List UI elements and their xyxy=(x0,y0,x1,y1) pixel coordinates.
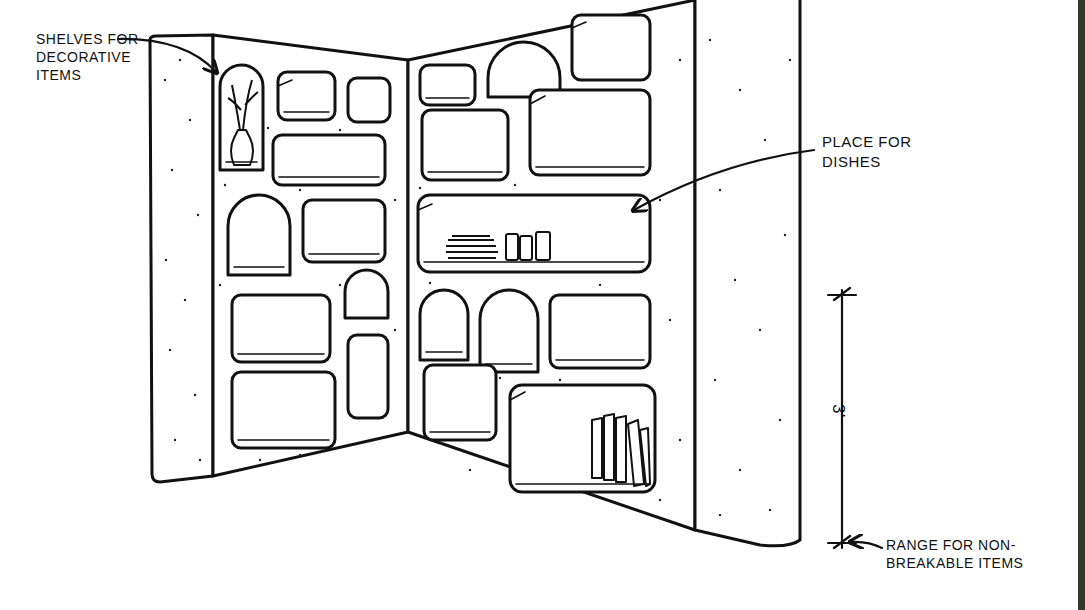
niche xyxy=(550,295,650,368)
niche xyxy=(422,110,508,180)
leader-line xyxy=(634,150,814,210)
cup xyxy=(520,236,532,260)
arched-niche xyxy=(420,290,468,360)
niche xyxy=(572,15,650,80)
left-pillar xyxy=(150,35,213,482)
dimension-label: 3' xyxy=(827,404,849,418)
niche xyxy=(510,385,655,492)
leader-line xyxy=(851,542,882,548)
arched-niche xyxy=(480,290,538,372)
objects xyxy=(228,80,650,486)
niche xyxy=(424,365,496,440)
dimension-line xyxy=(841,290,843,548)
books xyxy=(592,414,650,486)
niche xyxy=(232,372,335,448)
niche xyxy=(530,90,650,175)
niche xyxy=(348,335,388,418)
speckles xyxy=(165,40,790,515)
vase xyxy=(231,130,253,165)
walls xyxy=(150,0,800,546)
niche xyxy=(303,200,385,262)
vase-stems xyxy=(228,80,258,130)
right-wall xyxy=(408,0,695,530)
dimension-tick xyxy=(828,288,856,548)
arched-niche xyxy=(228,195,290,275)
cup xyxy=(536,232,550,260)
arched-niche xyxy=(345,270,388,318)
dish-niche xyxy=(418,195,650,272)
callout-label: RANGE FOR NON-BREAKABLE ITEMS xyxy=(886,536,1028,572)
shelf-line xyxy=(278,22,586,400)
niche-depth-lines xyxy=(226,22,649,484)
shelf-line xyxy=(226,98,649,484)
niche xyxy=(232,295,330,362)
cup xyxy=(506,234,518,260)
callout-label: PLACE FOR DISHES xyxy=(822,132,918,171)
left-wall xyxy=(213,35,408,476)
right-pillar xyxy=(695,0,800,546)
leader-lines xyxy=(118,39,882,548)
niches xyxy=(220,15,655,492)
arched-niche xyxy=(220,65,263,170)
niche xyxy=(420,65,475,105)
edge-strip xyxy=(1078,0,1085,610)
callout-label: SHELVES FOR DECORATIVE ITEMS xyxy=(36,30,140,85)
niche xyxy=(348,78,390,122)
plate-stack xyxy=(446,236,498,258)
